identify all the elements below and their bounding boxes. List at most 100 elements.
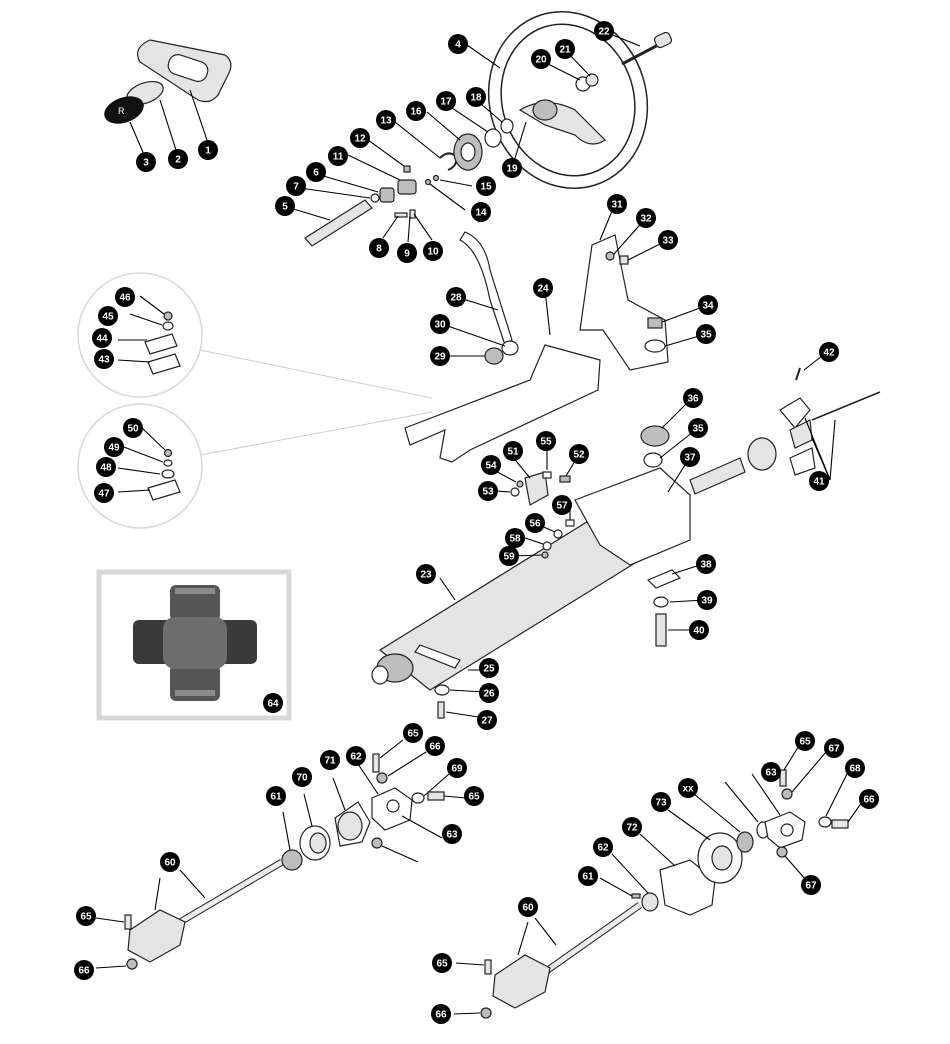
callout-66: 66 [859, 789, 879, 809]
callout-number: 62 [597, 843, 609, 854]
callout-number: 27 [481, 716, 493, 727]
callout-badge [518, 897, 538, 917]
callout-number: 10 [427, 247, 439, 258]
callout-badge [536, 431, 556, 451]
callout-60: 60 [160, 852, 180, 872]
callout-number: 41 [813, 477, 825, 488]
callout-badge [552, 495, 572, 515]
callout-46: 46 [115, 287, 135, 307]
callout-number: 42 [823, 348, 835, 359]
callout-badge [505, 528, 525, 548]
callout-badge [416, 564, 436, 584]
callout-badge [689, 620, 709, 640]
callout-71: 71 [320, 750, 340, 770]
callout-39: 39 [697, 590, 717, 610]
callout-badge [369, 238, 389, 258]
callout-50: 50 [123, 418, 143, 438]
callout-badge [479, 683, 499, 703]
callout-badge [819, 342, 839, 362]
callout-badge [696, 324, 716, 344]
callout-number: 3 [143, 158, 149, 169]
callout-number: 14 [475, 208, 487, 219]
callout-65: 65 [432, 953, 452, 973]
callout-badge [292, 767, 312, 787]
callout-number: 73 [655, 798, 667, 809]
callout-35: 35 [696, 324, 716, 344]
callout-badge [531, 49, 551, 69]
callout-number: 70 [296, 773, 308, 784]
callout-number: 65 [80, 912, 92, 923]
callout-number: 67 [828, 744, 840, 755]
callout-42: 42 [819, 342, 839, 362]
callout-number: 11 [333, 152, 344, 163]
callout-number: 64 [267, 699, 279, 710]
callout-badge [502, 158, 522, 178]
callout-29: 29 [430, 346, 450, 366]
callout-63: 63 [761, 762, 781, 782]
callout-24: 24 [533, 278, 553, 298]
callout-number: 39 [701, 596, 713, 607]
callout-number: 58 [509, 534, 521, 545]
column-support-brackets [404, 203, 709, 463]
callout-badge [476, 176, 496, 196]
callout-badge [406, 101, 426, 121]
callout-badge [94, 349, 114, 369]
callout-number: 5 [282, 202, 288, 213]
universal-joint-photo-inset [96, 569, 292, 721]
callout-badge [478, 481, 498, 501]
callout-number: 26 [483, 689, 495, 700]
callout-number: 66 [435, 1010, 447, 1021]
callout-number: 46 [119, 293, 131, 304]
callout-badge [136, 152, 156, 172]
callout-53: 53 [478, 481, 498, 501]
callout-20: 20 [531, 49, 551, 69]
horn-pad-group: R [104, 39, 232, 158]
callout-number: 57 [556, 501, 568, 512]
callout-1: 1 [198, 140, 218, 160]
callout-62: 62 [593, 837, 613, 857]
callout-badge [683, 388, 703, 408]
callout-45: 45 [98, 306, 118, 326]
callout-number: 33 [662, 236, 674, 247]
callout-number: 36 [687, 394, 699, 405]
callout-26: 26 [479, 683, 499, 703]
callout-badge [533, 278, 553, 298]
callout-number: 60 [164, 858, 176, 869]
callout-badge [266, 786, 286, 806]
callout-64: 64 [263, 693, 283, 713]
callout-37: 37 [680, 447, 700, 467]
callout-number: 47 [98, 489, 110, 500]
callout-number: 30 [434, 320, 446, 331]
callout-number: 56 [529, 519, 541, 530]
callout-number: 1 [205, 146, 211, 157]
callout-badge [104, 437, 124, 457]
callout-number: 20 [535, 55, 547, 66]
callout-number: 12 [354, 134, 366, 145]
callout-73: 73 [651, 792, 671, 812]
callout-badge [503, 441, 523, 461]
callout-badge [698, 295, 718, 315]
callout-number: 35 [700, 330, 712, 341]
callout-badge [447, 758, 467, 778]
callout-14: 14 [471, 202, 491, 222]
callout-badge [555, 39, 575, 59]
callout-badge [824, 738, 844, 758]
callout-number: 61 [582, 872, 594, 883]
callout-54: 54 [481, 455, 501, 475]
callout-number: 24 [537, 284, 549, 295]
callout-badge [809, 471, 829, 491]
lower-shaft-left [95, 739, 467, 970]
callout-number: 40 [693, 626, 705, 637]
callout-badge [425, 736, 445, 756]
callout-65: 65 [464, 786, 484, 806]
callout-badge [168, 149, 188, 169]
callout-40: 40 [689, 620, 709, 640]
callout-badge [593, 837, 613, 857]
callout-58: 58 [505, 528, 525, 548]
callout-badge [697, 590, 717, 610]
callout-badge [466, 87, 486, 107]
callout-number: 51 [507, 447, 519, 458]
callout-21: 21 [555, 39, 575, 59]
callout-5: 5 [275, 196, 295, 216]
callout-19: 19 [502, 158, 522, 178]
